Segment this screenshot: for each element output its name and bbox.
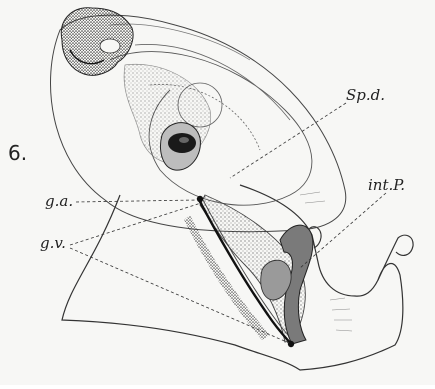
leader-g-v-1: [70, 203, 201, 245]
label-sp-d: Sp.d.: [346, 88, 385, 103]
dark-organ-highlight: [179, 137, 189, 143]
label-g-v: g.v.: [40, 236, 66, 251]
leader-sp-d: [230, 103, 346, 178]
leader-g-a: [76, 200, 197, 202]
apex-gland: [61, 8, 133, 75]
label-int-p: int.P.: [368, 178, 405, 193]
right-tentacle: [378, 235, 413, 280]
apex-gland-light-spot: [100, 39, 120, 53]
label-g-a: g.a.: [45, 194, 73, 209]
leader-int-p: [300, 193, 386, 268]
figure-number: 6.: [8, 143, 27, 163]
genital-vestibule-point: [288, 341, 294, 347]
genital-aperture: [197, 196, 203, 202]
dark-organ-core: [168, 133, 196, 153]
